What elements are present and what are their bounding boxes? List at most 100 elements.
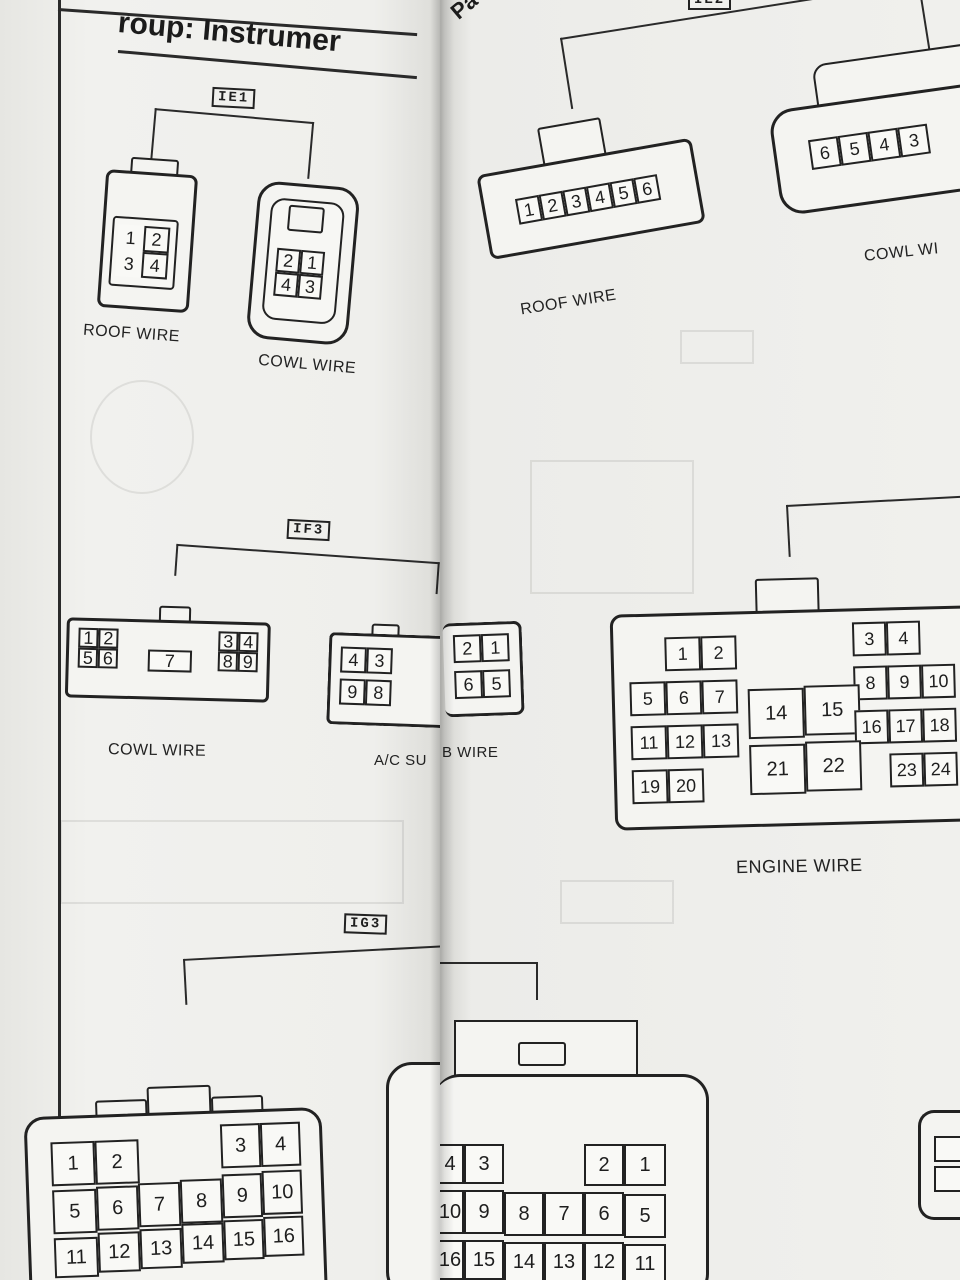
connector-bracket [440,962,538,1000]
connector-housing-edge [386,1062,440,1280]
connector-ig3-left: 1 2 3 4 5 6 7 8 9 10 11 12 13 14 15 16 [23,1081,330,1280]
connector-tag-if3: IF3 [286,518,331,542]
pin: 6 [584,1192,624,1236]
pin-empty [934,1166,960,1192]
pin: 4 [340,646,367,674]
pin: 6 [97,648,119,669]
pin: 3 [897,123,931,158]
pin: 6 [807,136,842,170]
pin: 9 [338,678,366,706]
pin: 7 [137,1181,182,1228]
wire-label: ROOF WIRE [519,286,618,319]
pin: 17 [888,708,924,744]
pin: 3 [851,621,887,657]
ghost-trace [90,380,194,494]
pin: 4 [238,631,259,653]
pin: 8 [504,1192,544,1236]
connector-ig3-right: 4 3 2 1 10 9 8 7 6 5 16 15 14 13 12 11 [440,1020,714,1280]
pin: 18 [922,707,958,743]
pin: 3 [114,250,143,278]
pin: 11 [630,725,668,761]
pin: 10 [440,1190,464,1234]
pin: 23 [889,752,925,788]
pin: 13 [139,1227,183,1270]
pin: 8 [179,1178,224,1224]
pin: 1 [664,636,702,672]
pin: 6 [665,680,703,716]
connector-tag-ie2: IE2 [688,0,732,10]
pin: 15 [223,1218,265,1261]
pin: 12 [666,724,704,760]
pin: 9 [464,1190,504,1234]
connector-latch [518,1042,566,1066]
pin: 12 [97,1231,141,1273]
pin: 3 [297,273,324,300]
page-title: roup: Instrumer [116,6,342,59]
title-rule [117,50,417,80]
pin: 1 [480,633,510,663]
connector-engine: 1 2 3 4 5 6 7 8 9 10 11 12 13 14 15 16 1… [609,573,960,832]
connector-tag-ie1: IE1 [211,86,256,110]
pin: 1 [50,1140,96,1187]
pin: 20 [667,768,705,804]
pin: 10 [921,663,956,699]
pin: 1 [624,1144,666,1186]
pin: 5 [77,647,99,669]
wire-label: ROOF WIRE [82,321,181,346]
wire-label: COWL WI [863,240,940,265]
connector-latch [286,204,325,234]
pin: 7 [701,679,739,715]
pin: 8 [217,651,239,672]
connector-bracket [786,494,960,557]
connector-if3-ac-right: 2 1 6 5 [442,615,530,722]
pin: 16 [854,709,890,745]
pin: 21 [749,743,807,796]
pin: 4 [273,271,300,298]
pin: 2 [700,635,738,671]
pin: 5 [482,669,512,699]
connector-bracket [182,945,440,1005]
pin: 14 [181,1222,225,1264]
pin: 4 [440,1144,464,1184]
connector-ie1-roof: 1 2 3 4 [91,155,201,314]
pin: 24 [923,751,959,787]
pin: 14 [747,687,805,740]
pin: 3 [464,1144,504,1184]
pin: 6 [454,670,484,700]
connector-ie1-cowl: 2 1 4 3 [243,179,361,348]
pin: 9 [887,664,922,700]
pin: 4 [885,620,921,656]
pin: 2 [94,1139,140,1185]
wire-label: ENGINE WIRE [735,854,863,878]
pin: 16 [440,1240,464,1280]
pin: 6 [633,174,662,204]
pin: 7 [147,649,193,673]
wire-label: A/C SU [374,752,428,769]
pin: 4 [259,1121,302,1168]
pin: 2 [275,247,302,274]
pin: 2 [452,634,482,664]
pin: 10 [261,1169,304,1215]
connector-bracket [174,543,440,595]
pin: 6 [95,1185,140,1231]
connector-if3-ac-left: 4 3 9 8 [326,622,440,729]
pin: 2 [584,1144,624,1186]
pin: 16 [263,1215,305,1257]
ghost-trace [560,880,674,924]
pin: 3 [366,647,393,675]
connector-right-roof: 1 2 3 4 5 6 [470,102,709,268]
book-gutter-shadow [430,0,454,1280]
pin: 5 [629,681,667,717]
pin: 5 [837,131,872,166]
pin: 5 [624,1194,666,1238]
pin: 5 [52,1188,98,1235]
connector-if3-cowl: 1 2 5 6 7 3 4 8 9 [64,603,273,704]
pin: 3 [219,1123,262,1169]
pin: 14 [504,1242,544,1280]
pin: 13 [702,723,740,759]
pin: 11 [53,1236,100,1279]
pin: 4 [867,127,902,162]
pin: 1 [299,249,326,276]
pin: 13 [544,1242,584,1280]
pin: 7 [544,1192,584,1236]
